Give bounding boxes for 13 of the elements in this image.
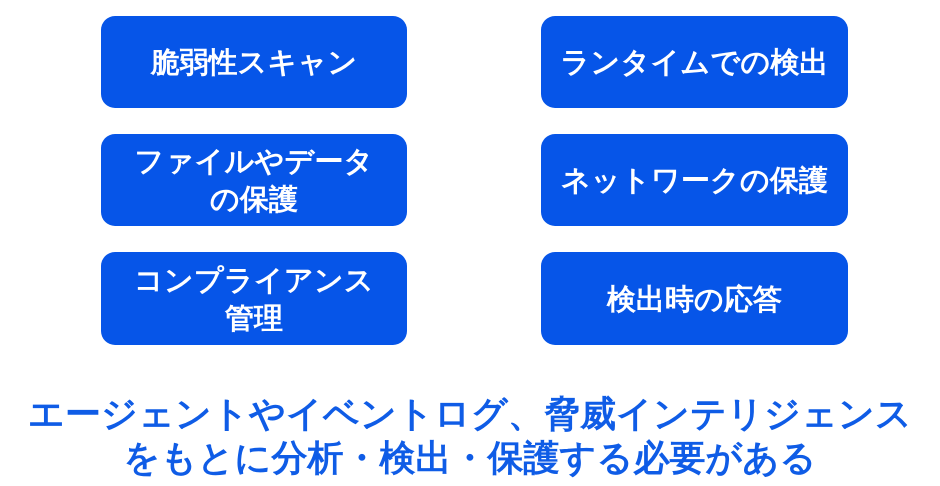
card-label: 脆弱性スキャン [150,44,358,81]
card-label: ネットワークの保護 [561,162,828,199]
card-label: コンプライアンス管理 [133,262,375,336]
card-label: ランタイムでの検出 [560,44,828,81]
feature-card [541,16,848,108]
feature-card [541,134,848,226]
feature-card [101,134,407,226]
feature-card [541,252,848,345]
card-label: 検出時の応答 [607,280,782,318]
caption-text: エージェントやイベントログ、脅威インテリジェンスをもとに分析・検出・保護する必要がある [27,393,913,481]
feature-card [101,252,407,345]
feature-card [101,16,407,108]
card-label: ファイルやデータの保護 [134,143,374,218]
